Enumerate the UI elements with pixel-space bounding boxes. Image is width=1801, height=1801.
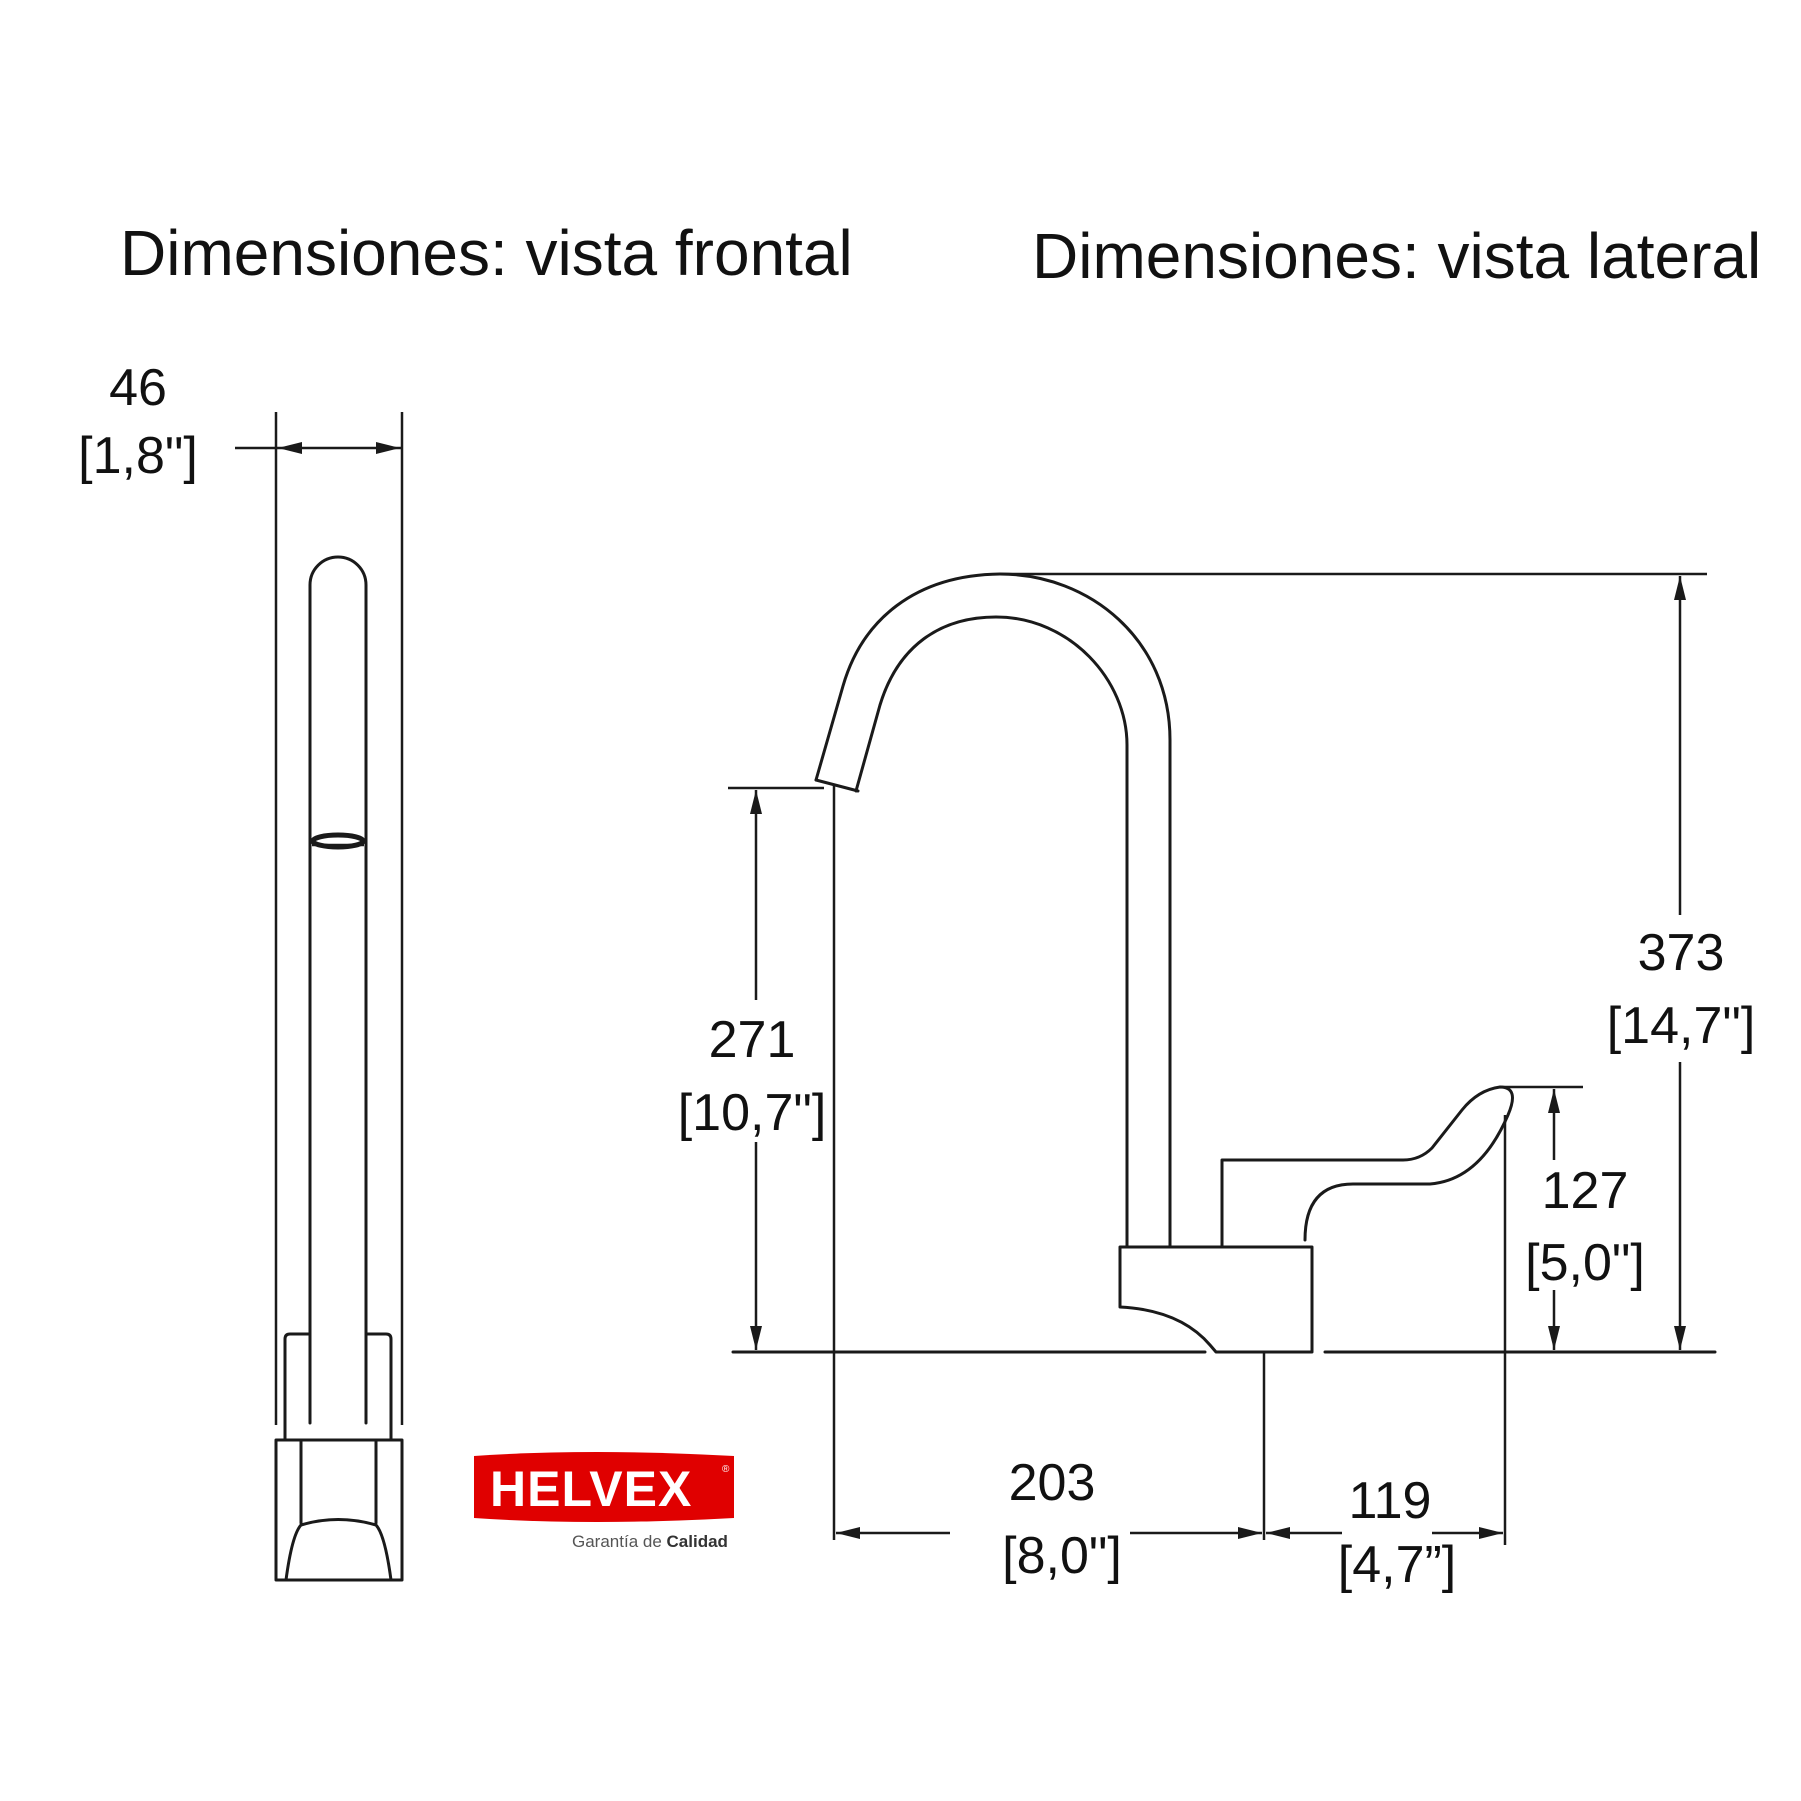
arrow-right-icon xyxy=(1238,1527,1262,1539)
side-view-drawing: 271 [10,7"] 373 [14,7"] 127 [5,0"] 203 [… xyxy=(678,572,1756,1594)
arrow-up-icon xyxy=(1548,1089,1560,1113)
arrow-right-icon xyxy=(376,442,400,454)
dim-handle-reach-in: [4,7”] xyxy=(1338,1536,1457,1594)
dim-handle-height-in: [5,0"] xyxy=(1525,1234,1645,1292)
arrow-up-icon xyxy=(750,790,762,814)
front-view-drawing: 46 [1,8"] xyxy=(78,359,404,1582)
arrow-right-icon xyxy=(1479,1527,1503,1539)
dim-handle-reach-mm: 119 xyxy=(1349,1472,1432,1530)
arrow-left-icon xyxy=(836,1527,860,1539)
aerator-ring xyxy=(310,832,366,850)
logo-tagline: Garantía de Calidad xyxy=(572,1532,728,1551)
dim-handle-height-mm: 127 xyxy=(1542,1162,1629,1220)
dim-spout-reach-in: [8,0"] xyxy=(1002,1527,1122,1585)
arrow-down-icon xyxy=(1674,1326,1686,1350)
arrow-down-icon xyxy=(1548,1326,1560,1350)
dim-width-in: [1,8"] xyxy=(78,427,198,485)
dim-spout-reach-mm: 203 xyxy=(1009,1454,1096,1512)
title-side-view: Dimensiones: vista lateral xyxy=(1032,220,1761,292)
arrow-left-icon xyxy=(278,442,302,454)
dim-width-mm: 46 xyxy=(109,359,167,417)
dim-spout-height-mm: 271 xyxy=(709,1011,796,1069)
logo-brand: HELVEX xyxy=(490,1461,692,1517)
dim-total-height-in: [14,7"] xyxy=(1607,997,1756,1055)
arrow-left-icon xyxy=(1266,1527,1290,1539)
registered-mark: ® xyxy=(722,1464,730,1475)
dim-total-height-mm: 373 xyxy=(1638,924,1725,982)
arrow-up-icon xyxy=(1674,576,1686,600)
dim-spout-height-in: [10,7"] xyxy=(678,1084,827,1142)
arrow-down-icon xyxy=(750,1326,762,1350)
helvex-logo: HELVEX ® Garantía de Calidad xyxy=(474,1452,734,1551)
title-front-view: Dimensiones: vista frontal xyxy=(120,217,853,289)
